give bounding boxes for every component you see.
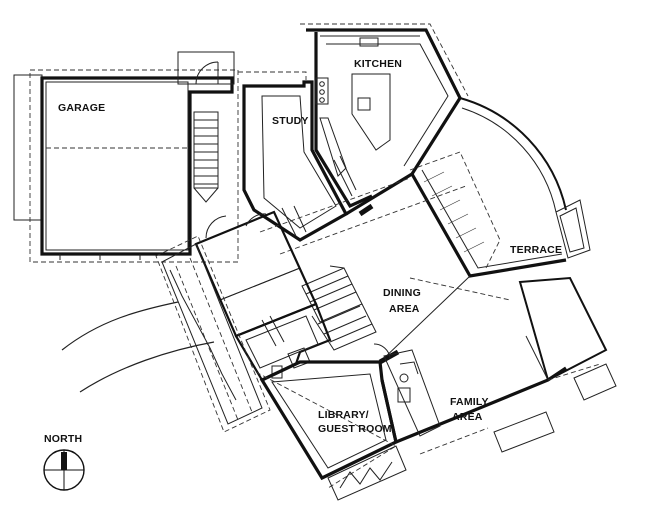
kitchen-label: KITCHEN bbox=[354, 58, 402, 70]
family-area bbox=[378, 275, 617, 455]
terrace-label: TERRACE bbox=[510, 244, 562, 256]
dining-stairs bbox=[301, 265, 377, 351]
dining-label-line2: AREA bbox=[389, 303, 420, 315]
library-label-line1: LIBRARY/ bbox=[318, 409, 369, 421]
north-arrow-icon bbox=[43, 449, 85, 491]
foyer-tiles bbox=[194, 205, 318, 338]
garage-entry bbox=[177, 51, 235, 85]
garage-area bbox=[13, 69, 239, 263]
family-label-line2: AREA bbox=[452, 411, 483, 423]
kitchen-area bbox=[300, 23, 469, 209]
family-label-line1: FAMILY bbox=[450, 396, 489, 408]
garage-stairs bbox=[193, 111, 219, 203]
porch-area bbox=[61, 235, 271, 433]
dining-area bbox=[259, 172, 467, 351]
terrace-paving bbox=[518, 276, 608, 382]
study-label: STUDY bbox=[272, 115, 309, 127]
compass: NORTH bbox=[43, 433, 85, 491]
library-label-line2: GUEST ROOM bbox=[318, 423, 392, 435]
dining-label-line1: DINING bbox=[383, 287, 421, 299]
family-window-bottom bbox=[493, 411, 555, 453]
family-window-right bbox=[573, 363, 617, 401]
garage-label: GARAGE bbox=[58, 102, 105, 114]
library-window bbox=[327, 445, 407, 501]
north-label: NORTH bbox=[44, 433, 82, 445]
terrace-area bbox=[409, 97, 591, 278]
dining-door-swing bbox=[373, 343, 391, 359]
study-area bbox=[238, 71, 349, 242]
